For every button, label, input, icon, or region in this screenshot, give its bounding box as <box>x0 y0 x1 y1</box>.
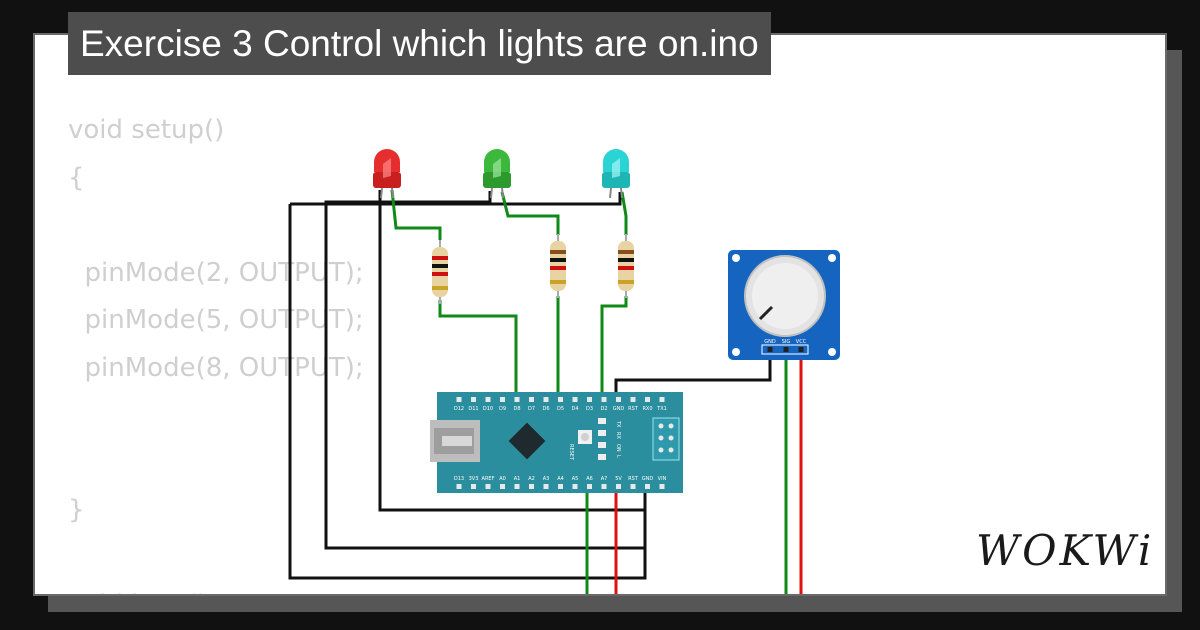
pin-a5 <box>572 484 578 489</box>
pin-label: D9 <box>499 406 506 412</box>
pot-header <box>761 344 809 355</box>
pot-pin-label: VCC <box>796 339 807 345</box>
led-red <box>373 149 401 199</box>
pin-label: D2 <box>600 406 607 412</box>
pin-label: D10 <box>483 406 493 412</box>
pin-a4 <box>558 484 563 489</box>
resistor-3 <box>618 234 634 298</box>
isp-pin <box>668 447 674 453</box>
pin-d3 <box>587 397 592 402</box>
pin-label: A6 <box>586 476 593 482</box>
pin-d12 <box>456 397 462 402</box>
pot-pin-vcc <box>798 347 804 352</box>
isp-pin <box>658 435 664 441</box>
pin-label: 5V <box>615 476 622 482</box>
pin-label: A1 <box>514 476 521 482</box>
pin-d10 <box>485 397 491 402</box>
pin-d2 <box>601 397 607 402</box>
isp-pin <box>668 435 674 441</box>
pin-d4 <box>572 397 578 402</box>
code-preview: void setup() { pinMode(2, OUTPUT); pinMo… <box>68 115 364 594</box>
pin-a7 <box>601 484 607 489</box>
pin-label: D6 <box>542 406 549 412</box>
pot-pin-sig <box>783 347 789 352</box>
pin-a6 <box>587 484 592 489</box>
pin-d6 <box>543 397 549 402</box>
on-led-label: ON <box>615 444 621 452</box>
pin-5v <box>616 484 621 489</box>
pin-label: A7 <box>601 476 608 482</box>
pin-a1 <box>514 484 520 489</box>
pin-gnd <box>645 484 650 489</box>
pin-label: D12 <box>454 406 464 412</box>
pin-a0 <box>500 484 505 489</box>
pin-d11 <box>471 397 476 402</box>
pin-d9 <box>500 397 505 402</box>
isp-pin <box>658 423 664 429</box>
pin-label: A0 <box>499 476 506 482</box>
pin-label: A2 <box>528 476 535 482</box>
project-card[interactable]: void setup() { pinMode(2, OUTPUT); pinMo… <box>33 33 1167 596</box>
pin-rst <box>630 397 636 402</box>
pin-aref <box>485 484 491 489</box>
pot-pin-label: GND <box>764 339 776 345</box>
pin-rst <box>630 484 636 489</box>
isp-pin <box>658 447 664 453</box>
resistor-2 <box>550 234 566 298</box>
pin-gnd <box>616 397 621 402</box>
power-wires <box>614 352 803 594</box>
pin-label: RST <box>628 476 639 482</box>
wokwi-logo: WOKWi <box>976 526 1155 575</box>
pin-label: A4 <box>557 476 564 482</box>
pin-d8 <box>514 397 520 402</box>
pin-label: D8 <box>513 406 520 412</box>
pin-label: RST <box>628 406 639 412</box>
ground-wires <box>288 190 772 580</box>
rx-led-label: RX <box>615 432 621 439</box>
pin-label: VIN <box>658 476 667 482</box>
pin-a3 <box>543 484 549 489</box>
pin-rx0 <box>645 397 650 402</box>
pin-label: RX0 <box>642 406 652 412</box>
pin-label: D3 <box>586 406 593 412</box>
pin-a2 <box>529 484 534 489</box>
pot-pin-label: SIG <box>782 339 791 345</box>
pin-tx1 <box>659 397 665 402</box>
pin-label: A3 <box>543 476 550 482</box>
pin-d7 <box>529 397 534 402</box>
isp-pin <box>668 423 674 429</box>
pin-label: 3V3 <box>469 476 479 482</box>
pin-label: A5 <box>572 476 579 482</box>
pin-label: D11 <box>468 406 478 412</box>
pin-d13 <box>456 484 462 489</box>
resistor-1 <box>432 240 448 304</box>
pin-d5 <box>558 397 563 402</box>
pin-label: D4 <box>571 406 578 412</box>
led-green <box>483 149 511 199</box>
pot-pin-gnd <box>767 347 773 352</box>
pin-label: D5 <box>557 406 564 412</box>
tx-led-label: TX <box>615 420 621 428</box>
signal-wires <box>390 189 788 594</box>
reset-label: RESET <box>568 444 574 461</box>
pin-3v3 <box>471 484 476 489</box>
pin-label: AREF <box>482 476 495 482</box>
pin-label: D13 <box>454 476 464 482</box>
pin-label: GND <box>613 406 625 412</box>
pin-vin <box>659 484 665 489</box>
led-cyan <box>602 149 630 199</box>
l-led-label: L <box>615 455 621 458</box>
pin-label: TX1 <box>656 406 667 412</box>
pin-label: D7 <box>528 406 535 412</box>
project-title[interactable]: Exercise 3 Control which lights are on.i… <box>68 12 771 75</box>
pin-label: GND <box>642 476 654 482</box>
potentiometer: GND SIG VCC <box>728 250 840 360</box>
